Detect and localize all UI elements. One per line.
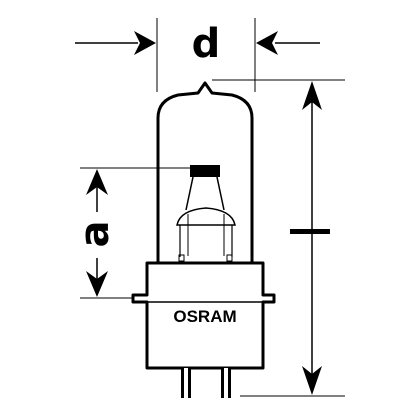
length-label-mark bbox=[290, 229, 330, 234]
diameter-arrow-left-head bbox=[134, 31, 156, 55]
diameter-label: d bbox=[192, 21, 221, 67]
length-label: l bbox=[409, 409, 410, 411]
brand-label: OSRAM bbox=[173, 307, 236, 326]
lcl-label: a bbox=[72, 221, 118, 248]
lamp-body: OSRAM bbox=[131, 81, 276, 398]
light-center-dimension: a bbox=[72, 167, 190, 299]
pin-right-highlight bbox=[224, 368, 228, 398]
lead-foot-left bbox=[178, 254, 185, 262]
overall-length-dimension: l bbox=[212, 79, 410, 411]
lead-foot-right bbox=[226, 254, 233, 262]
diameter-dimension: d bbox=[75, 18, 320, 92]
inner-lead-wires bbox=[187, 214, 225, 256]
lamp-base bbox=[131, 261, 276, 370]
pin-left-highlight bbox=[184, 368, 188, 398]
length-arrow-head-bottom bbox=[302, 366, 322, 395]
filament-support-right bbox=[216, 176, 225, 211]
length-arrow-head-top bbox=[302, 81, 322, 110]
lcl-arrow-head-bottom bbox=[86, 271, 108, 297]
filament-support-left bbox=[185, 176, 194, 211]
diameter-arrow-right-head bbox=[256, 31, 278, 55]
filament-coil bbox=[190, 165, 220, 177]
glass-bulb bbox=[156, 81, 254, 263]
pinch-bridge bbox=[176, 207, 236, 226]
lcl-arrow-head-top bbox=[86, 169, 108, 195]
pinch-sides bbox=[179, 225, 233, 257]
